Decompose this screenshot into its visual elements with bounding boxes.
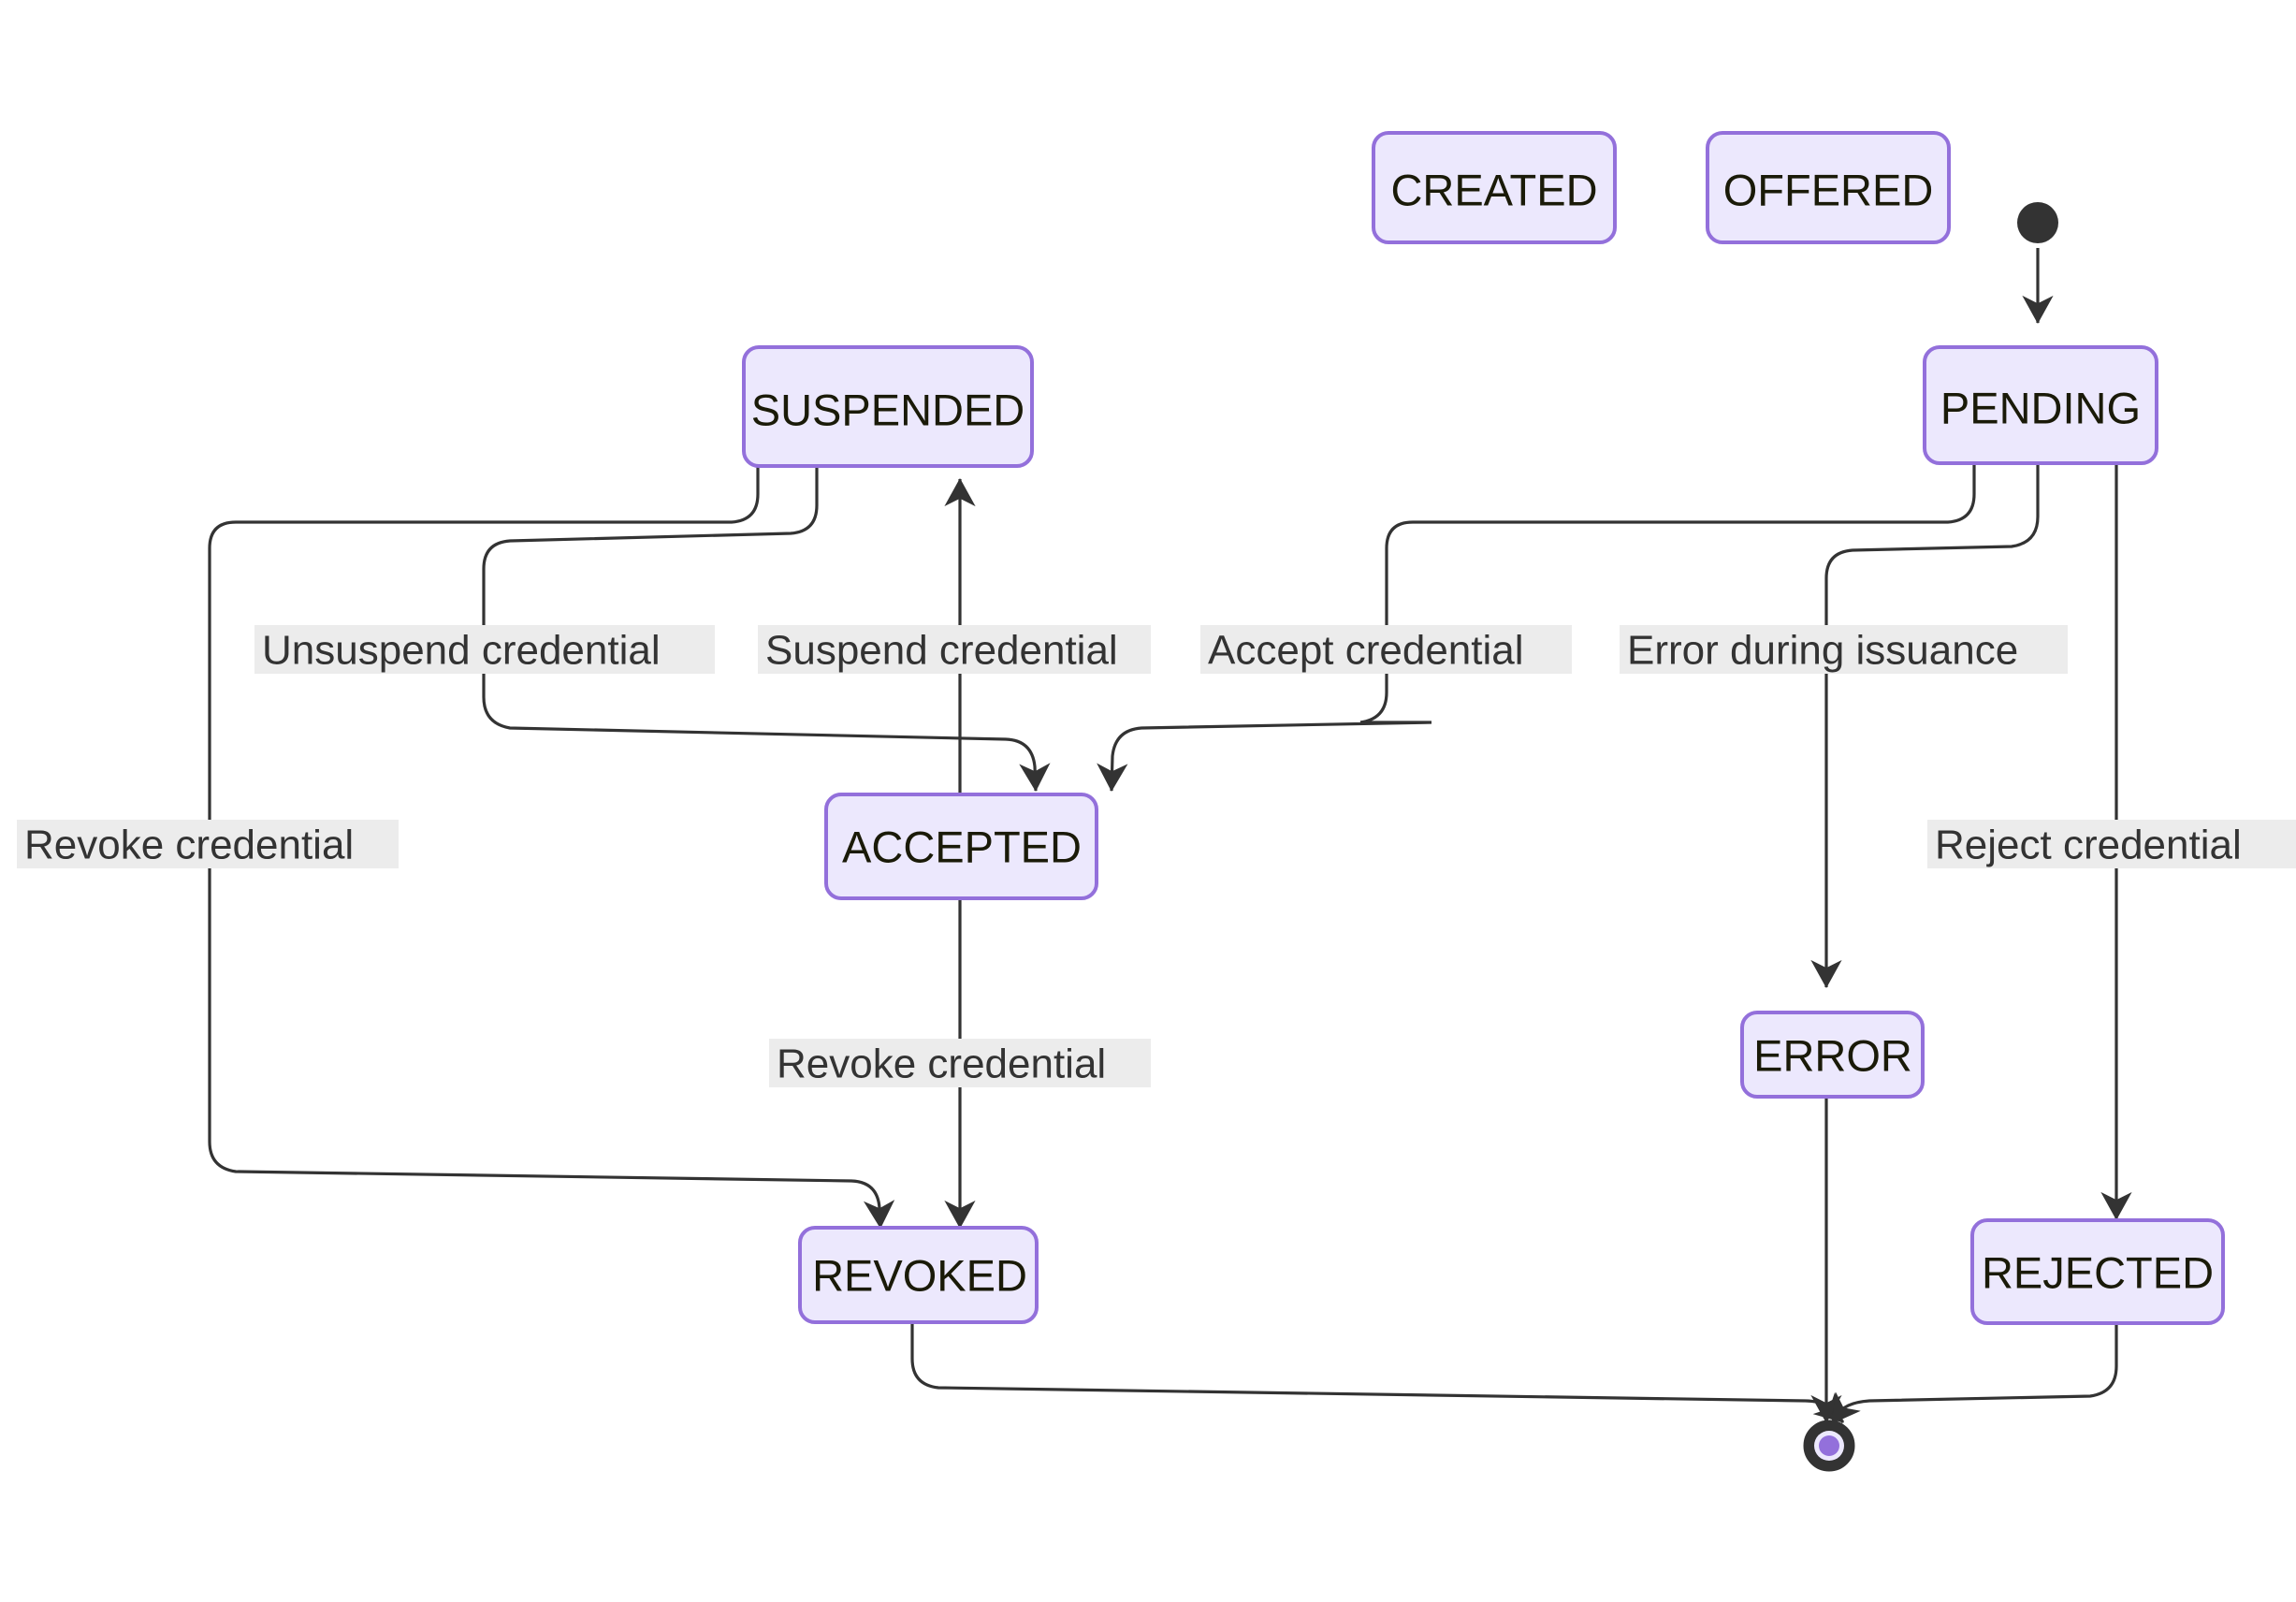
edges-layer [208,248,2132,1424]
edge-label-unsuspend-credential: Unsuspend credential [254,625,715,674]
start-state-circle [2017,202,2058,243]
start-state-node [2017,202,2058,243]
edge-label-revoke-credential-accepted: Revoke credential [769,1039,1151,1087]
edge-pending-to-accepted [1097,460,1976,792]
edge-label-reject-credential: Reject credential [1927,820,2296,868]
state-node-error-label: ERROR [1753,1031,1912,1081]
state-node-error-box[interactable] [1740,1011,1925,1099]
edge-label-suspend-credential-text: Suspend credential [765,628,1118,674]
pseudo-states-layer [1803,202,2058,1472]
edge-label-error-during-issuance-text: Error during issuance [1627,628,2018,674]
state-node-created-box[interactable] [1372,131,1617,244]
edge-label-unsuspend-credential-text: Unsuspend credential [262,628,661,674]
state-node-offered-box[interactable] [1706,131,1951,244]
state-node-pending[interactable]: PENDING [1923,345,2158,465]
edge-label-revoke-credential-suspended-text: Revoke credential [24,823,354,868]
edge-revoked-to-end [910,1321,1845,1424]
state-nodes-layer: CREATED OFFERED SUSPENDED PENDING ACCEPT… [742,131,2225,1325]
state-node-rejected-box[interactable] [1970,1218,2225,1325]
state-node-error[interactable]: ERROR [1740,1011,1925,1099]
edge-label-accept-credential: Accept credential [1200,625,1572,674]
state-node-accepted[interactable]: ACCEPTED [824,793,1098,900]
state-node-revoked-box[interactable] [798,1226,1039,1324]
state-node-accepted-box[interactable] [824,793,1098,900]
edge-label-reject-credential-text: Reject credential [1935,823,2242,868]
edge-label-accept-credential-text: Accept credential [1208,628,1524,674]
state-node-revoked-label: REVOKED [812,1251,1027,1301]
state-node-created-label: CREATED [1390,166,1597,215]
edge-label-revoke-credential-suspended: Revoke credential [17,820,399,868]
state-node-accepted-label: ACCEPTED [842,823,1082,872]
state-node-pending-label: PENDING [1940,384,2141,433]
edge-rejected-to-end [1830,1321,2118,1424]
edge-pending-to-error [1810,460,2040,988]
state-node-offered[interactable]: OFFERED [1706,131,1951,244]
state-node-offered-label: OFFERED [1723,166,1934,215]
state-node-suspended-box[interactable] [742,345,1034,468]
edge-label-error-during-issuance: Error during issuance [1620,625,2068,674]
edge-label-suspend-credential: Suspend credential [758,625,1151,674]
end-state-inner-dot [1819,1435,1839,1456]
state-node-revoked[interactable]: REVOKED [798,1226,1039,1324]
end-state-node [1803,1420,1855,1472]
state-node-rejected-label: REJECTED [1982,1248,2214,1298]
edge-labels-layer: Unsuspend credential Suspend credential … [17,625,2296,1087]
state-node-suspended-label: SUSPENDED [751,386,1025,435]
end-state-outer-ring [1803,1420,1855,1472]
state-node-pending-box[interactable] [1923,345,2158,465]
state-node-suspended[interactable]: SUSPENDED [742,345,1034,468]
state-node-rejected[interactable]: REJECTED [1970,1218,2225,1325]
state-node-created[interactable]: CREATED [1372,131,1617,244]
edge-label-revoke-credential-accepted-text: Revoke credential [777,1041,1106,1087]
